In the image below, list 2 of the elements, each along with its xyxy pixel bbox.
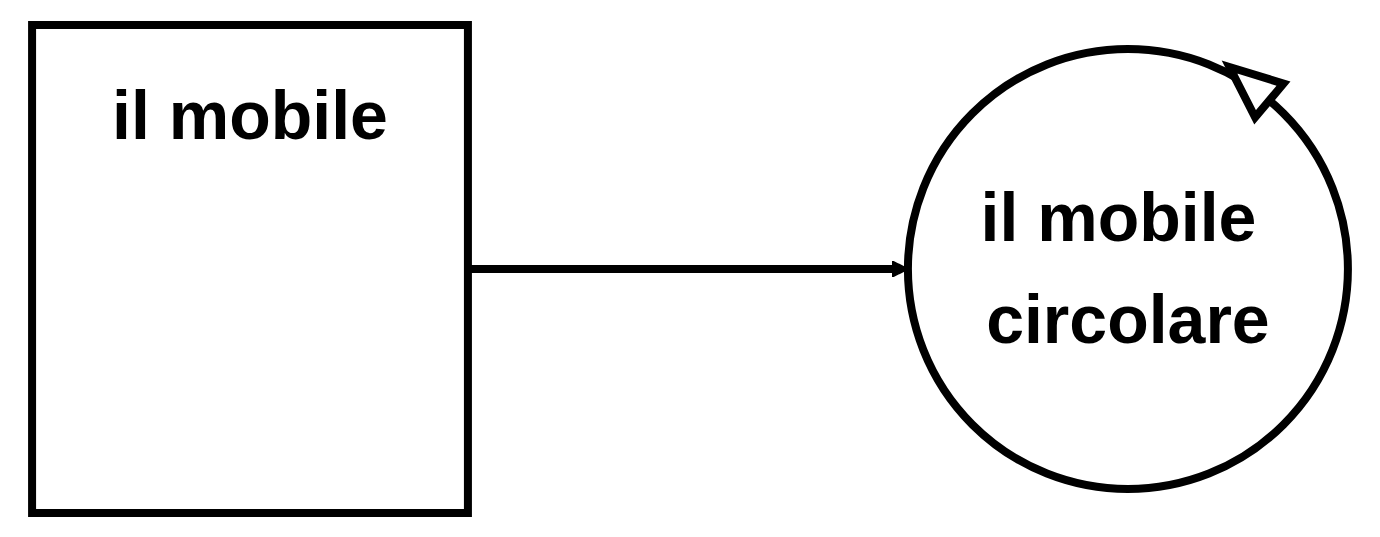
node-box: il mobile — [28, 20, 472, 517]
node-circle: il mobile circolare — [903, 44, 1352, 493]
